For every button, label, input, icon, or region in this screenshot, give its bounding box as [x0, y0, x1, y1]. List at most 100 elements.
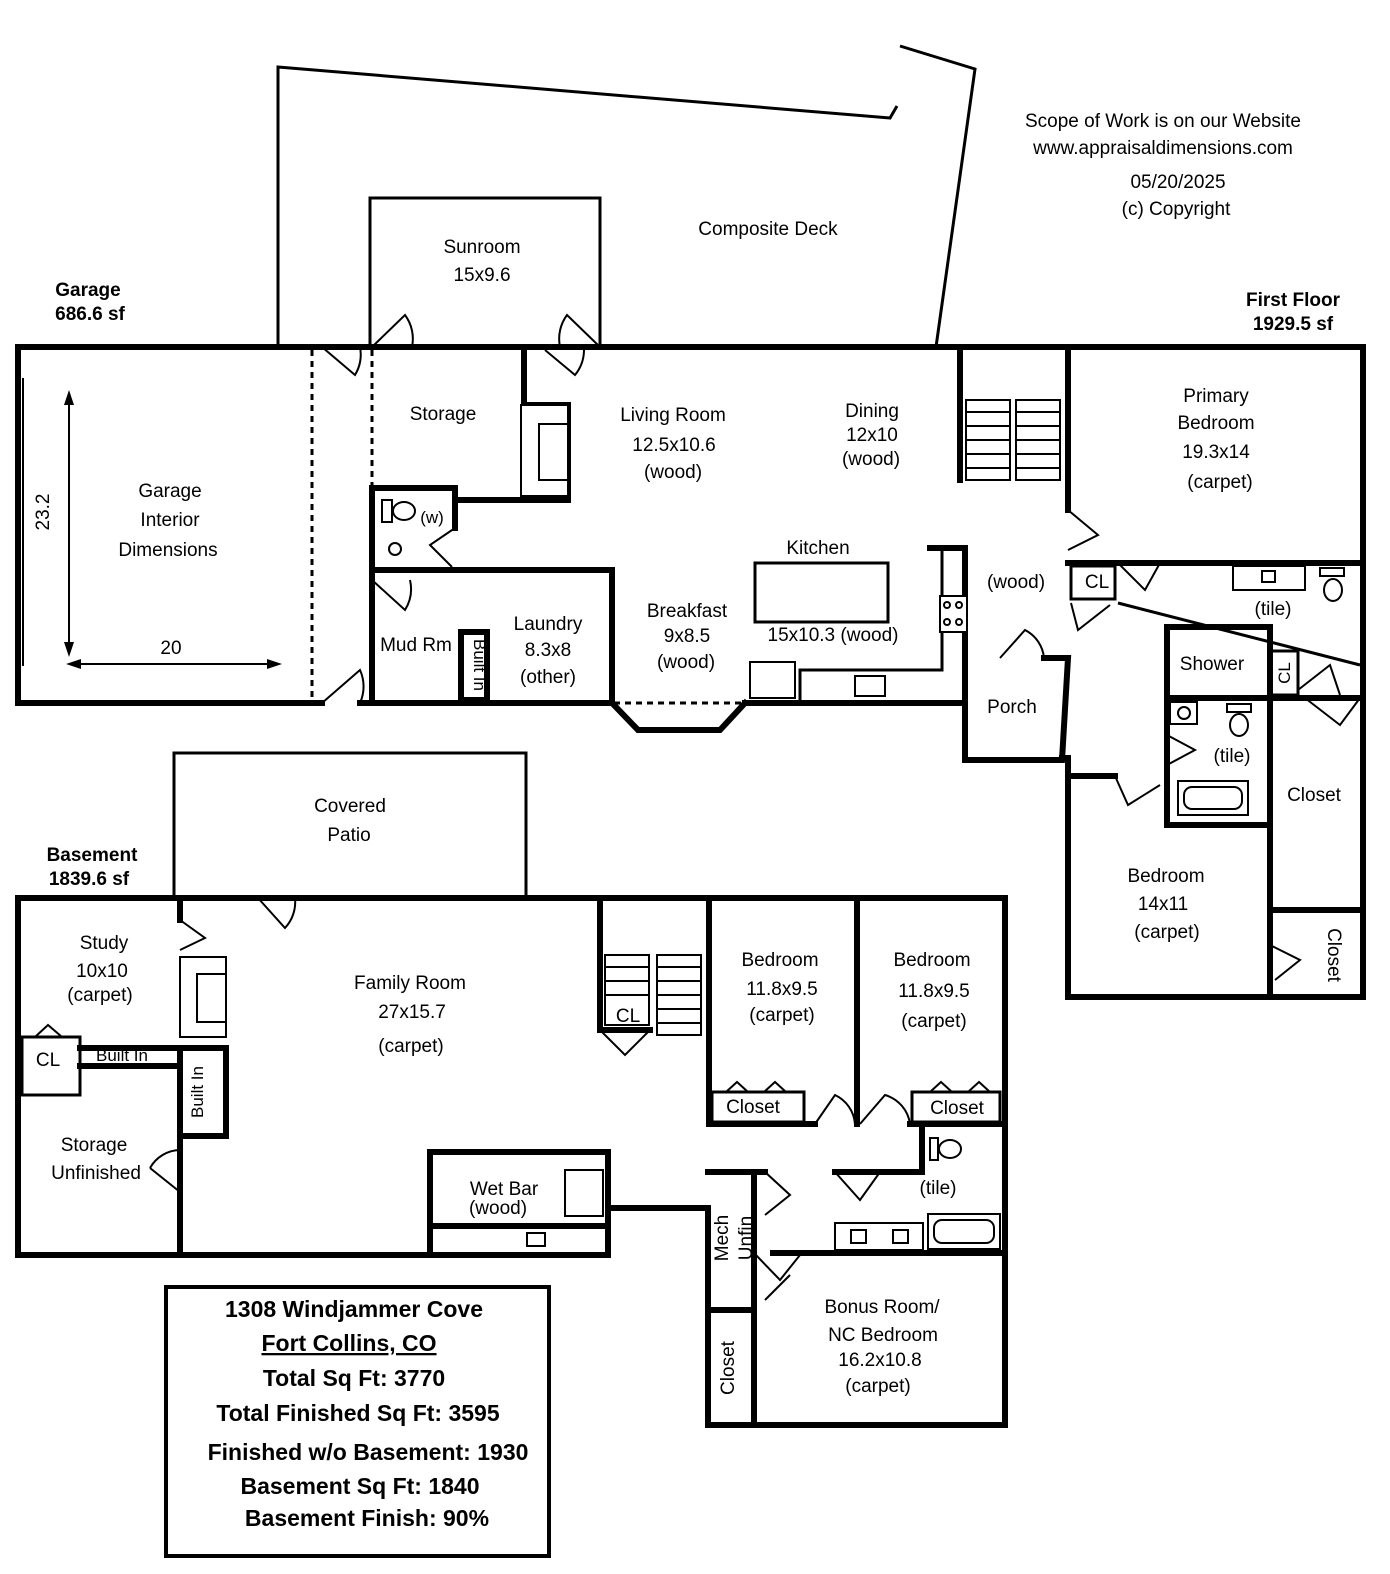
storage-l1: Storage — [61, 1135, 128, 1156]
storage-label: Storage — [410, 404, 477, 425]
summary-finished-wo-basement: Finished w/o Basement: 1930 — [208, 1439, 529, 1465]
summary-box: 1308 Windjammer Cove Fort Collins, CO To… — [164, 1285, 551, 1558]
sunroom-name: Sunroom — [443, 237, 520, 258]
bedroom-b-size: 11.8x9.5 — [898, 981, 969, 1002]
bonus-room-size: 16.2x10.8 — [838, 1350, 921, 1371]
laundry-floor: (other) — [520, 667, 576, 688]
closet-b-label: Closet — [930, 1098, 985, 1119]
study-name: Study — [80, 933, 129, 954]
primary-bedroom-l1: Primary — [1183, 386, 1249, 407]
breakfast-name: Breakfast — [647, 601, 728, 622]
summary-address: 1308 Windjammer Cove — [225, 1296, 483, 1322]
garage-dim-horizontal: 20 — [160, 638, 181, 659]
unfin-label: Unfin — [736, 1216, 757, 1260]
basement-bath-floor: (tile) — [920, 1178, 957, 1199]
hall-floor: (wood) — [987, 572, 1045, 593]
garage-interior-l1: Garage — [138, 481, 201, 502]
study-size: 10x10 — [76, 961, 128, 982]
bonus-room-floor: (carpet) — [845, 1376, 910, 1397]
garage-dim-vertical: 23.2 — [33, 494, 54, 531]
kitchen-size: 15x10.3 — [768, 625, 836, 646]
basement-area: 1839.6 sf — [49, 869, 130, 890]
cl-2-label: CL — [1275, 662, 1294, 684]
summary-basement-finish: Basement Finish: 90% — [245, 1505, 489, 1531]
dining-name: Dining — [845, 401, 899, 422]
bedroom-b-name: Bedroom — [893, 950, 970, 971]
garage-area: 686.6 sf — [55, 304, 125, 325]
summary-total-finished: Total Finished Sq Ft: 3595 — [216, 1400, 499, 1426]
summary-basement-sqft: Basement Sq Ft: 1840 — [240, 1473, 479, 1499]
garage-interior-l2: Interior — [140, 510, 200, 531]
bedroom-floor: (carpet) — [1134, 922, 1199, 943]
breakfast-size: 9x8.5 — [664, 626, 710, 647]
bedroom-a-size: 11.8x9.5 — [746, 979, 817, 1000]
built-in-v-label: Built In — [188, 1066, 207, 1118]
kitchen-size-floor: 15x10.3 (wood) — [768, 625, 899, 646]
shower-label: Shower — [1180, 654, 1245, 675]
primary-bedroom-size: 19.3x14 — [1182, 442, 1250, 463]
garage-interior-l3: Dimensions — [118, 540, 217, 561]
cl-1-label: CL — [1085, 572, 1109, 593]
living-room-floor: (wood) — [644, 462, 702, 483]
storage-l2: Unfinished — [51, 1163, 141, 1184]
bedroom-a-floor: (carpet) — [749, 1005, 814, 1026]
dining-floor: (wood) — [842, 449, 900, 470]
bonus-room-l2: NC Bedroom — [828, 1325, 938, 1346]
date-text: 05/20/2025 — [1130, 172, 1225, 193]
wet-bar-name: Wet Bar — [470, 1179, 539, 1200]
laundry-size: 8.3x8 — [525, 640, 571, 661]
first-floor-title: First Floor — [1246, 290, 1341, 311]
built-in-h-label: Built In — [96, 1046, 148, 1065]
family-room-floor: (carpet) — [378, 1036, 443, 1057]
cl-stairs-label: CL — [616, 1006, 640, 1027]
garage-title: Garage — [55, 280, 120, 301]
living-room-name: Living Room — [620, 405, 726, 426]
bedroom-name: Bedroom — [1127, 866, 1204, 887]
primary-bedroom-floor: (carpet) — [1187, 472, 1252, 493]
breakfast-floor: (wood) — [657, 652, 715, 673]
sunroom: Sunroom 15x9.6 — [368, 196, 602, 347]
closet-a-label: Closet — [726, 1097, 781, 1118]
primary-bedroom-l2: Bedroom — [1177, 413, 1254, 434]
mud-room-label: Mud Rm — [380, 635, 452, 656]
bedroom-a-name: Bedroom — [741, 950, 818, 971]
closet-c-label: Closet — [718, 1340, 739, 1395]
mech-label: Mech — [712, 1215, 733, 1261]
composite-deck-label: Composite Deck — [698, 219, 838, 240]
family-room-size: 27x15.7 — [378, 1002, 446, 1023]
first-floor: First Floor 1929.5 sf (w) Built In Mud R… — [319, 290, 1366, 1000]
basement-title: Basement — [47, 845, 138, 866]
built-in-label: Built In — [470, 639, 489, 691]
sunroom-size: 15x9.6 — [453, 265, 510, 286]
porch-label: Porch — [987, 697, 1037, 718]
basement: Basement 1839.6 sf Covered Patio CL Stud… — [15, 751, 1008, 1428]
covered-patio-l2: Patio — [327, 825, 370, 846]
kitchen-floor: (wood) — [840, 625, 898, 646]
study-floor: (carpet) — [67, 985, 132, 1006]
closet-1-label: Closet — [1287, 785, 1342, 806]
covered-patio-l1: Covered — [314, 796, 386, 817]
primary-bath-floor: (tile) — [1255, 599, 1292, 620]
living-room-size: 12.5x10.6 — [632, 435, 715, 456]
bedroom-size: 14x11 — [1138, 894, 1188, 915]
first-floor-area: 1929.5 sf — [1253, 314, 1334, 335]
closet-2-label: Closet — [1323, 928, 1344, 983]
kitchen-name: Kitchen — [786, 538, 849, 559]
bonus-room-l1: Bonus Room/ — [824, 1297, 940, 1318]
summary-city: Fort Collins, CO — [261, 1330, 436, 1356]
composite-deck: Composite Deck — [276, 44, 977, 348]
laundry-name: Laundry — [514, 614, 583, 635]
header-block: Scope of Work is on our Website www.appr… — [1025, 111, 1301, 220]
cl-study-label: CL — [36, 1050, 60, 1071]
copyright-text: (c) Copyright — [1122, 199, 1231, 220]
bedroom-b-floor: (carpet) — [901, 1011, 966, 1032]
family-room-name: Family Room — [354, 973, 466, 994]
half-bath-label: (w) — [420, 508, 444, 527]
summary-total-sqft: Total Sq Ft: 3770 — [263, 1365, 445, 1391]
website-text: www.appraisaldimensions.com — [1032, 138, 1293, 159]
garage: Garage 686.6 sf 23.2 20 Garage Interior … — [15, 280, 325, 706]
dining-size: 12x10 — [846, 425, 898, 446]
bath-2-floor: (tile) — [1214, 746, 1251, 767]
scope-text: Scope of Work is on our Website — [1025, 111, 1301, 132]
